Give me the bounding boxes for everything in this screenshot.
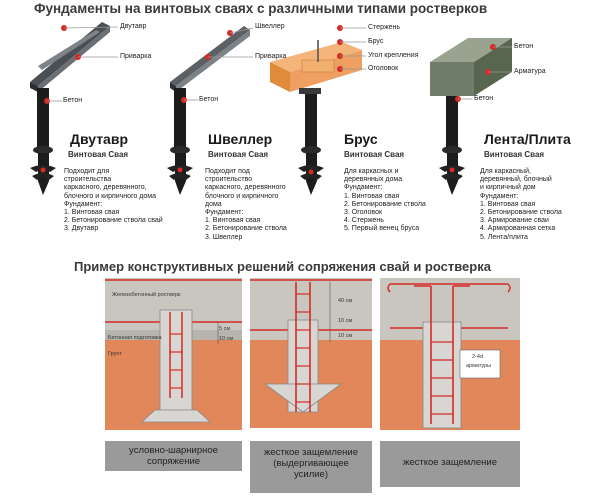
note-line: Фундамент: xyxy=(64,200,103,208)
note-slab: Для каркасный, деревянный, блочный и кир… xyxy=(480,168,596,242)
rebar-annotation-1: 2-4d xyxy=(472,354,484,360)
dim-5cm: 5 см xyxy=(219,326,231,332)
note-line: Фундамент: xyxy=(480,192,519,200)
timber-pile xyxy=(270,25,366,195)
caption-pullout: жесткое защемление (выдергивающее усилие… xyxy=(250,441,372,493)
note-line: 3. Двутавр xyxy=(64,225,99,233)
caption-line: жесткое защемление xyxy=(402,457,498,468)
note-line: 1. Винтовая свая xyxy=(205,217,261,225)
rigid-clamp-section xyxy=(380,278,520,430)
note-line: 3. Швеллер xyxy=(205,233,243,241)
note-line: деревянных дома xyxy=(344,176,403,184)
note-line: Фундамент: xyxy=(205,209,244,217)
caption-hinged: условно-шарнирное сопряжение xyxy=(105,441,242,471)
slab-pile xyxy=(430,38,512,195)
channel-pile xyxy=(167,26,254,195)
channel-label: Швеллер xyxy=(255,23,285,30)
foundation-types-illustration xyxy=(30,22,512,195)
note-line: 3. Армирование сваи xyxy=(480,217,549,225)
type-name-channel: Швеллер xyxy=(208,131,273,147)
note-line: Для каркасных и xyxy=(344,168,399,175)
ibeam-pile xyxy=(30,22,119,195)
rebar-annotation-2: арматуры xyxy=(466,363,492,369)
type-sub-slab: Винтовая Свая xyxy=(484,150,545,159)
type-name-timber: Брус xyxy=(344,131,378,147)
note-line: Для каркасный, xyxy=(480,168,531,175)
caption-line: (выдергивающее xyxy=(273,458,349,469)
ibeam-label: Двутавр xyxy=(120,23,147,30)
note-line: 5. Первый венец бруса xyxy=(344,225,420,233)
hinged-joint-section xyxy=(105,278,242,430)
dim-10cm-a: 10 см xyxy=(219,336,234,342)
dim-40cm: 40 см xyxy=(338,298,353,304)
concrete-prep-label: Бетонная подготовка xyxy=(108,335,162,341)
pile-cap-label: Оголовок xyxy=(368,65,399,72)
slab-concrete-label: Бетон xyxy=(514,43,534,50)
caption-line: условно-шарнирное xyxy=(129,445,218,456)
channel-concrete-label: Бетон xyxy=(199,96,219,103)
note-line: 3. Оголовок xyxy=(344,209,383,217)
ibeam-concrete-label: Бетон xyxy=(63,97,83,104)
type-name-slab: Лента/Плита xyxy=(484,131,571,147)
beam-label: Брус xyxy=(368,38,384,45)
section-drawings xyxy=(105,278,520,430)
note-line: строительство xyxy=(205,176,253,184)
caption-rigid: жесткое защемление xyxy=(380,441,520,487)
note-line: 5. Лента/плита xyxy=(480,233,528,241)
dim-10cm-c: 10 см xyxy=(338,333,353,339)
note-channel: Подходит под строительство каркасного, д… xyxy=(205,168,325,242)
note-line: дома xyxy=(205,200,222,208)
angle-label: Угол крепления xyxy=(368,52,419,59)
note-line: 4. Армированная сетка xyxy=(480,225,556,233)
note-line: строительства xyxy=(64,176,112,184)
note-line: 2. Бетонирование ствола xyxy=(480,209,562,217)
note-line: 2. Бетонирование ствола xyxy=(205,225,287,233)
caption-line: усилие) xyxy=(294,469,328,480)
caption-line: сопряжение xyxy=(146,456,201,467)
note-line: каркасного, деревянного xyxy=(205,184,286,192)
channel-weld-label: Приварка xyxy=(255,53,287,60)
slab-rebar-label: Арматура xyxy=(514,68,546,75)
note-line: 1. Винтовая свая xyxy=(480,200,536,208)
note-timber: Для каркасных и деревянных дома Фундамен… xyxy=(344,168,464,234)
note-line: 2. Бетонирование ствола свай xyxy=(64,217,163,225)
note-line: 4. Стержень xyxy=(344,217,384,225)
dim-10cm-b: 10 см xyxy=(338,318,353,324)
rod-label: Стержень xyxy=(368,24,401,31)
type-sub-timber: Винтовая Свая xyxy=(344,150,405,159)
note-line: блочного и кирпичного дома xyxy=(64,192,156,200)
soil-label: Грунт xyxy=(108,351,122,357)
note-line: Подходит под xyxy=(205,168,250,175)
type-name-ibeam: Двутавр xyxy=(70,131,128,147)
note-line: Фундамент: xyxy=(344,184,383,192)
note-line: Подходит для xyxy=(64,168,110,175)
roster-label: Железобетонный ростверк xyxy=(112,292,181,298)
slab-pile-concrete-label: Бетон xyxy=(474,95,494,102)
note-ibeam: Подходит для строительства каркасного, д… xyxy=(64,168,184,234)
ibeam-weld-label: Приварка xyxy=(120,53,152,60)
note-line: 1. Винтовая свая xyxy=(344,192,400,200)
note-line: деревянный, блочный xyxy=(480,176,552,184)
note-line: каркасного, деревянного, xyxy=(64,184,147,192)
note-line: и кирпичный дом xyxy=(480,184,536,192)
top-title: Фундаменты на винтовых сваях с различным… xyxy=(34,1,488,16)
note-line: 1. Винтовая свая xyxy=(64,209,120,217)
section-title: Пример конструктивных решений сопряжения… xyxy=(74,259,491,274)
type-sub-ibeam: Винтовая Свая xyxy=(68,150,129,159)
type-sub-channel: Винтовая Свая xyxy=(208,150,269,159)
note-line: 2. Бетонирование ствола xyxy=(344,200,426,208)
clamped-pullout-section xyxy=(250,278,372,428)
note-line: блочного и кирпичного xyxy=(205,192,279,200)
caption-line: жесткое защемление xyxy=(263,447,359,458)
